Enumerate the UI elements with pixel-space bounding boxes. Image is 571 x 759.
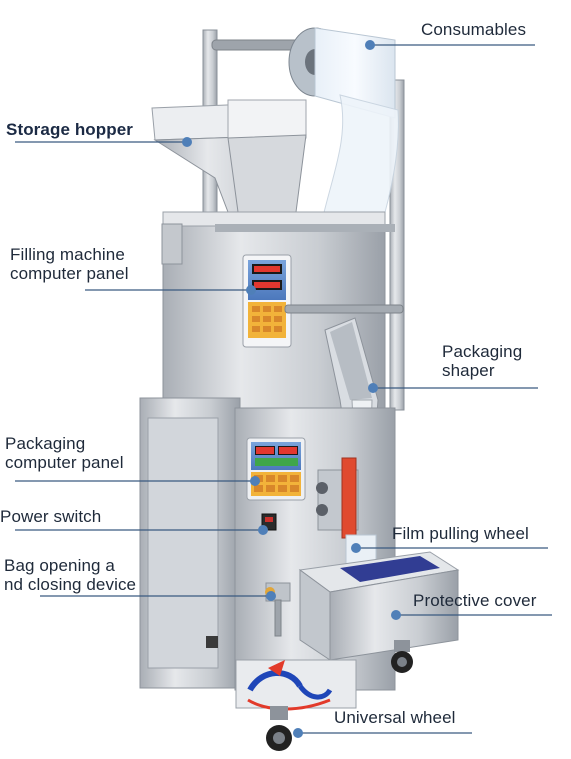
guide-bar bbox=[284, 304, 404, 314]
label-packaging-panel-line2: computer panel bbox=[5, 453, 124, 472]
label-packaging-panel-line1: Packaging bbox=[5, 434, 86, 453]
label-packaging-computer-panel: Packaging computer panel bbox=[5, 434, 124, 472]
universal-wheel-front bbox=[266, 706, 292, 751]
label-packaging-shaper: Packaging shaper bbox=[442, 342, 522, 380]
label-bag-opening-device: Bag opening a nd closing device bbox=[4, 556, 136, 594]
film-roll bbox=[288, 27, 399, 231]
machine-base bbox=[235, 659, 357, 711]
label-bag-device-line1: Bag opening a bbox=[4, 556, 115, 575]
label-packaging-shaper-line2: shaper bbox=[442, 361, 495, 380]
label-bag-device-line2: nd closing device bbox=[4, 575, 137, 594]
packaging-computer-panel bbox=[246, 437, 306, 501]
label-filling-panel-line1: Filling machine bbox=[10, 245, 125, 264]
label-storage-hopper: Storage hopper bbox=[6, 120, 134, 139]
callout-leaders bbox=[15, 40, 552, 738]
filling-computer-panel bbox=[242, 254, 292, 348]
label-packaging-shaper-line1: Packaging bbox=[442, 342, 523, 361]
label-consumables: Consumables bbox=[421, 20, 527, 39]
label-protective-cover: Protective cover bbox=[413, 591, 537, 610]
label-filling-panel-line2: computer panel bbox=[10, 264, 129, 283]
label-film-pulling-wheel: Film pulling wheel bbox=[392, 524, 529, 543]
storage-hopper bbox=[151, 99, 307, 213]
label-power-switch: Power switch bbox=[0, 507, 102, 526]
label-filling-computer-panel: Filling machine computer panel bbox=[10, 245, 129, 283]
universal-wheel-rear bbox=[391, 640, 413, 673]
label-universal-wheel: Universal wheel bbox=[334, 708, 456, 727]
